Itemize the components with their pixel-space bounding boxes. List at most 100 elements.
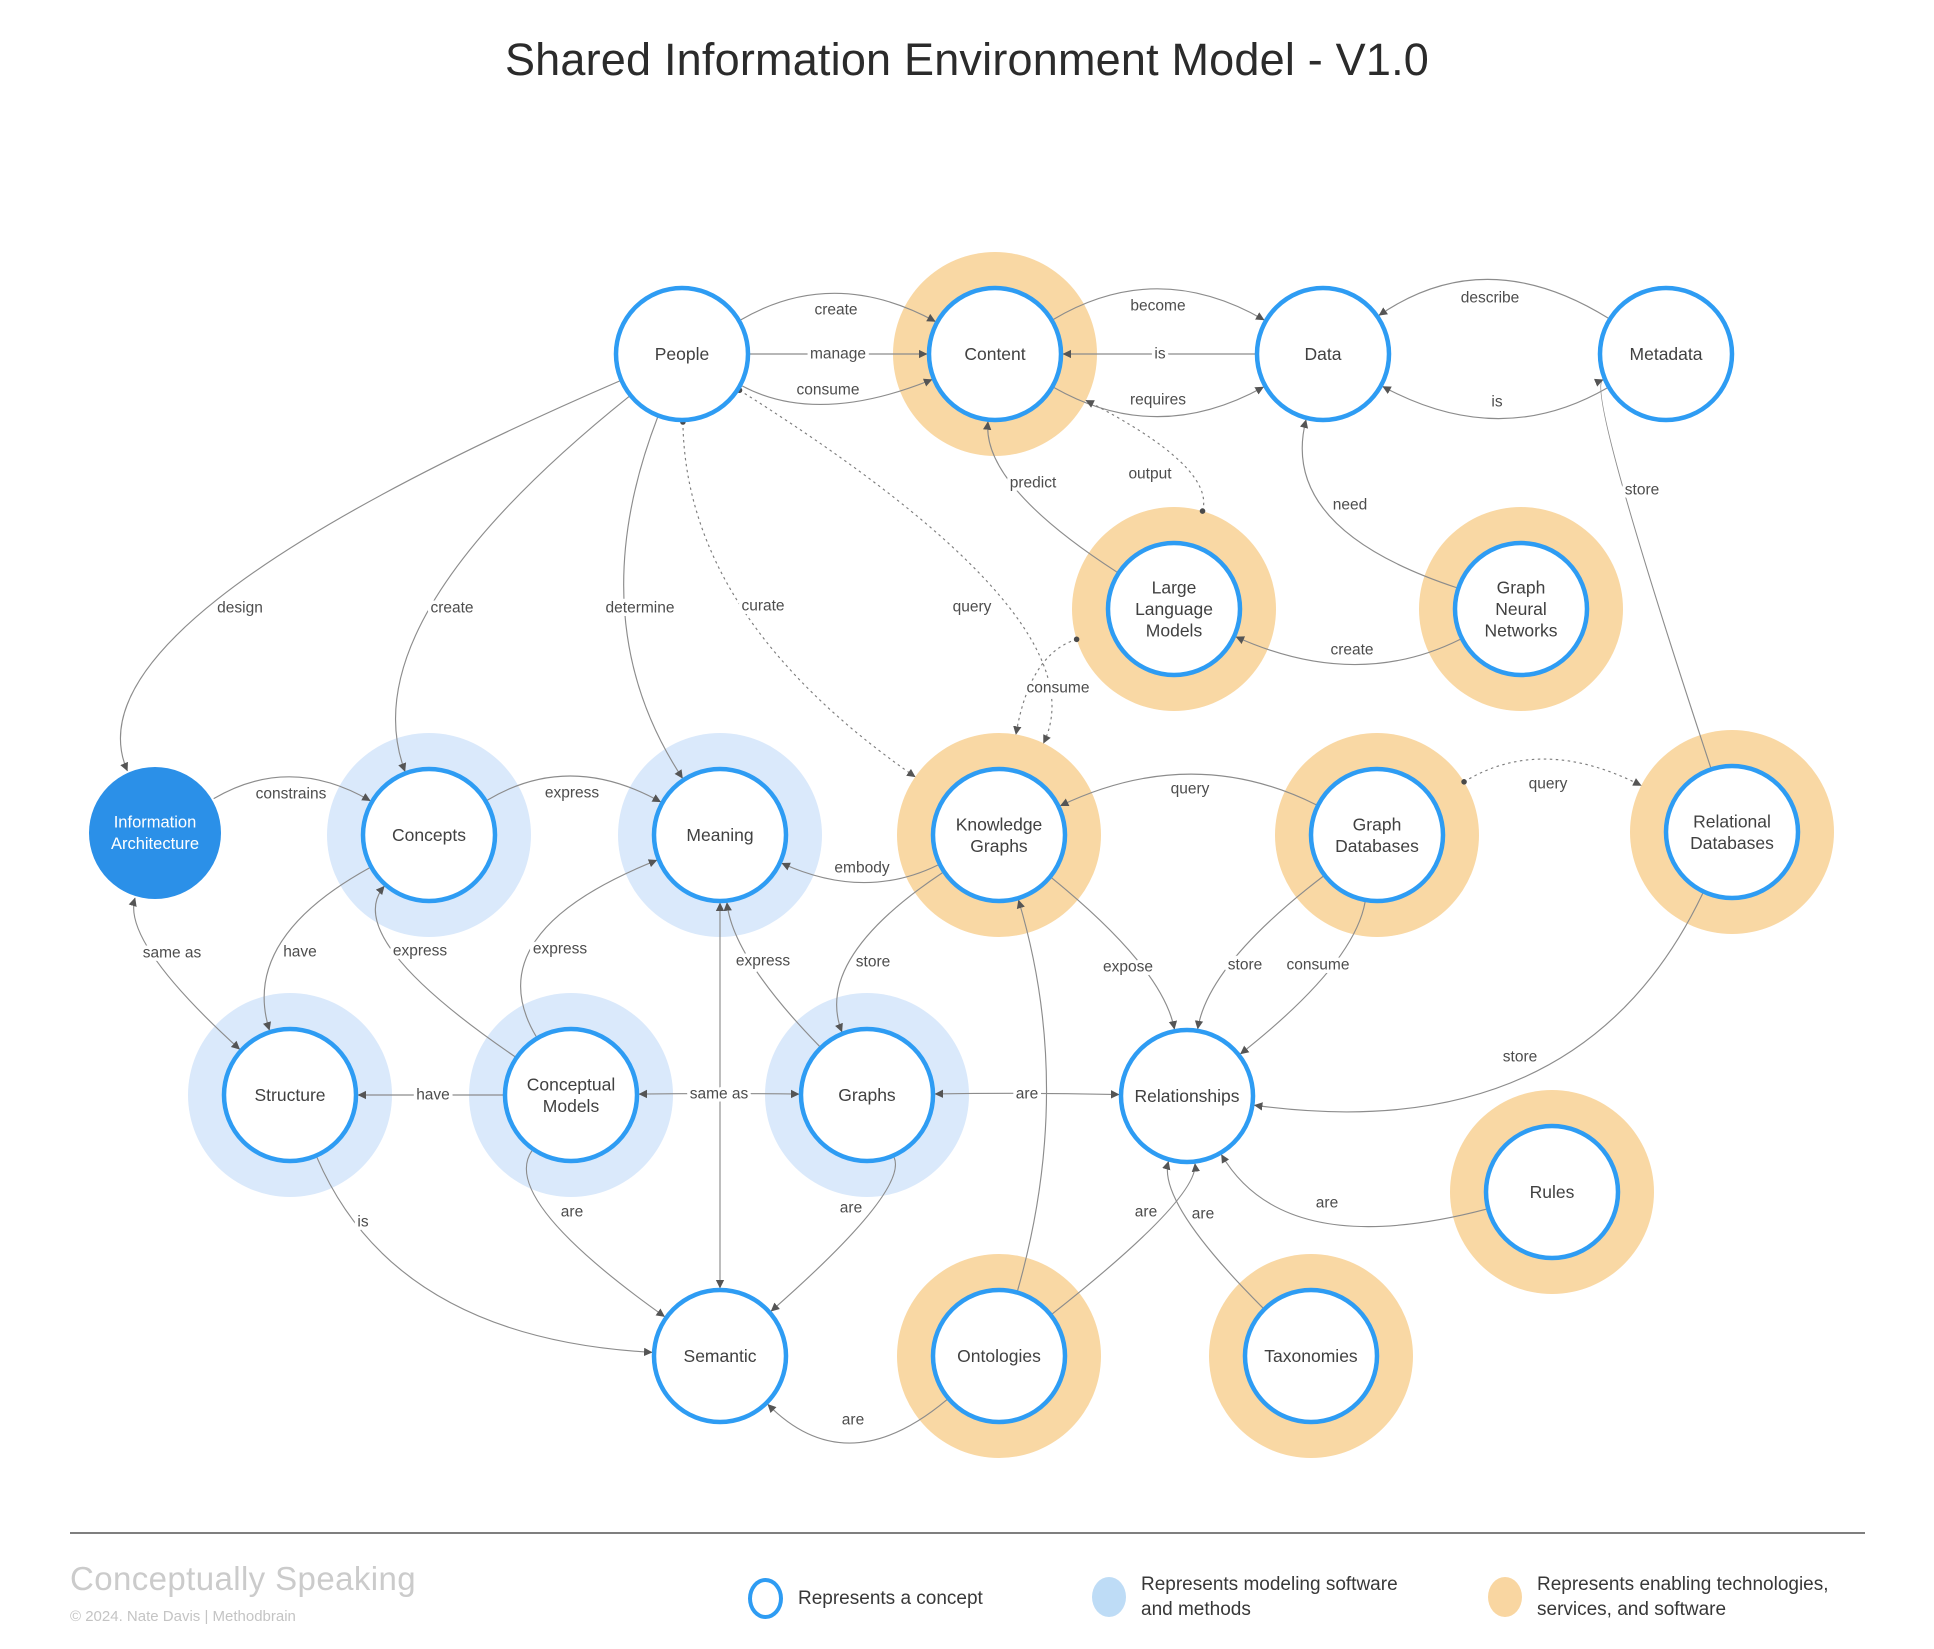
node-circle-graphs[interactable] xyxy=(798,1026,936,1164)
node-circle-structure[interactable] xyxy=(221,1026,359,1164)
node-data[interactable]: Data xyxy=(1254,285,1392,423)
edge-cm-concepts-express xyxy=(374,885,516,1058)
edge-ontologies-semantic-are xyxy=(767,1399,948,1444)
edge-label-store: store xyxy=(1228,957,1262,974)
node-circle-content[interactable] xyxy=(926,285,1064,423)
footer-divider xyxy=(70,1532,1865,1534)
node-ontologies[interactable]: Ontologies xyxy=(930,1287,1068,1425)
edge-label-consume: consume xyxy=(1027,680,1090,697)
node-circle-relationships[interactable] xyxy=(1118,1027,1256,1165)
node-circle-reldb[interactable] xyxy=(1663,763,1801,901)
node-circle-ia[interactable] xyxy=(89,767,221,899)
edge-label-predict: predict xyxy=(1010,475,1057,492)
edge-label-have: have xyxy=(416,1087,450,1104)
edge-llm-content-output xyxy=(1085,399,1206,514)
node-circle-ontologies[interactable] xyxy=(930,1287,1068,1425)
legend-item-enabling: Represents enabling technologies, servic… xyxy=(1488,1572,1829,1622)
edge-graphdb-relationships-consume xyxy=(1240,901,1366,1055)
edge-content-data-become xyxy=(1053,288,1265,321)
edge-people-meaning-determine xyxy=(623,417,684,779)
node-structure[interactable]: Structure xyxy=(221,1026,359,1164)
node-circle-cm[interactable] xyxy=(502,1026,640,1164)
edge-ontologies-relationships-are xyxy=(1052,1163,1201,1315)
edge-label-need: need xyxy=(1333,497,1367,514)
node-rules[interactable]: Rules xyxy=(1483,1123,1621,1261)
node-circle-semantic[interactable] xyxy=(651,1287,789,1425)
enabling-circle-icon xyxy=(1488,1577,1522,1617)
edge-label-store: store xyxy=(1625,482,1659,499)
edge-kg-relationships-expose xyxy=(1051,877,1178,1030)
edge-kg-graphs-store xyxy=(835,872,943,1033)
node-label-llm-line0: Large xyxy=(1152,578,1197,598)
node-label-meaning-line0: Meaning xyxy=(686,825,753,845)
edge-label-embody: embody xyxy=(834,860,889,877)
edge-ia-concepts-constrains xyxy=(213,776,371,802)
node-circle-concepts[interactable] xyxy=(360,766,498,904)
node-circle-graphdb[interactable] xyxy=(1308,766,1446,904)
edge-label-express: express xyxy=(533,941,588,958)
node-circle-llm[interactable] xyxy=(1105,540,1243,678)
node-label-data-line0: Data xyxy=(1305,344,1342,364)
node-halos xyxy=(188,252,1834,1458)
node-taxonomies[interactable]: Taxonomies xyxy=(1242,1287,1380,1425)
node-label-content-line0: Content xyxy=(964,344,1025,364)
edge-label-express: express xyxy=(393,943,448,960)
node-concepts[interactable]: Concepts xyxy=(360,766,498,904)
node-people[interactable]: People xyxy=(613,285,751,423)
edge-label-query: query xyxy=(953,599,992,616)
node-content[interactable]: Content xyxy=(926,285,1064,423)
node-label-gnn-line2: Networks xyxy=(1485,621,1558,641)
legend-label: Represents a concept xyxy=(798,1588,983,1609)
edge-graphs-semantic-are xyxy=(770,1157,896,1312)
node-metadata[interactable]: Metadata xyxy=(1597,285,1735,423)
node-circle-meaning[interactable] xyxy=(651,766,789,904)
node-circle-metadata[interactable] xyxy=(1597,285,1735,423)
edge-label-create: create xyxy=(814,302,857,319)
edge-label-design: design xyxy=(217,600,263,617)
legend-item-modeling: Represents modeling software and methods xyxy=(1092,1572,1398,1622)
edge-label-determine: determine xyxy=(606,600,675,617)
edge-label-query: query xyxy=(1529,776,1568,793)
brand-title: Conceptually Speaking xyxy=(70,1560,416,1597)
edge-label-store: store xyxy=(856,954,890,971)
node-label-relationships-line0: Relationships xyxy=(1134,1086,1239,1106)
node-label-gnn-line0: Graph xyxy=(1497,578,1546,598)
edge-label-have: have xyxy=(283,944,317,961)
edge-metadata-data-describe xyxy=(1378,278,1609,319)
node-circle-kg[interactable] xyxy=(930,766,1068,904)
edge-label-are: are xyxy=(1192,1206,1214,1223)
node-circle-data[interactable] xyxy=(1254,285,1392,423)
node-label-graphs-line0: Graphs xyxy=(838,1085,896,1105)
node-label-ia-line0: Information xyxy=(114,813,197,831)
edge-graphs-relationships-are xyxy=(934,1089,1120,1099)
node-circle-gnn[interactable] xyxy=(1452,540,1590,678)
node-relationships[interactable]: Relationships xyxy=(1118,1027,1256,1165)
edge-label-requires: requires xyxy=(1130,392,1186,409)
node-label-kg-line0: Knowledge xyxy=(956,814,1043,834)
node-meaning[interactable]: Meaning xyxy=(651,766,789,904)
edge-label-are: are xyxy=(842,1412,864,1429)
node-circle-taxonomies[interactable] xyxy=(1242,1287,1380,1425)
edge-labels: createmanageconsumebecomeisrequiresdescr… xyxy=(139,286,1663,1432)
edge-cm-meaning-express xyxy=(520,859,658,1037)
edge-label-create: create xyxy=(1330,642,1373,659)
edge-gnn-data-need xyxy=(1299,419,1457,589)
edge-people-concepts-create xyxy=(394,396,630,772)
edge-ia-structure-same-as xyxy=(128,897,241,1050)
node-graphs[interactable]: Graphs xyxy=(798,1026,936,1164)
node-circle-people[interactable] xyxy=(613,285,751,423)
node-label-semantic-line0: Semantic xyxy=(684,1346,757,1366)
node-semantic[interactable]: Semantic xyxy=(651,1287,789,1425)
node-label-cm-line0: Conceptual xyxy=(527,1074,616,1094)
edge-label-consume: consume xyxy=(1287,957,1350,974)
node-circle-rules[interactable] xyxy=(1483,1123,1621,1261)
edge-gnn-llm-create xyxy=(1235,636,1461,666)
edge-label-create: create xyxy=(430,600,473,617)
